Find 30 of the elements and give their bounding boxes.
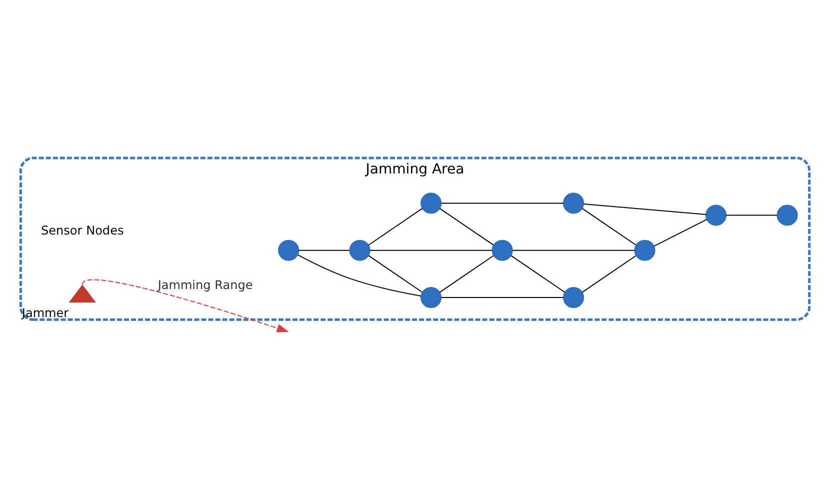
node-circle bbox=[492, 239, 513, 260]
node-circle bbox=[420, 286, 442, 308]
label: Sensor Nodes bbox=[41, 222, 124, 237]
connector bbox=[582, 254, 636, 292]
connector bbox=[441, 296, 564, 298]
node-circle bbox=[349, 239, 370, 260]
connector bbox=[584, 202, 706, 214]
node-circle bbox=[634, 239, 656, 260]
connector bbox=[439, 208, 494, 245]
node-circle bbox=[705, 204, 727, 226]
edge-label: Jamming Range bbox=[158, 278, 253, 292]
connector bbox=[298, 254, 422, 296]
connector bbox=[510, 254, 565, 292]
connector bbox=[441, 202, 564, 204]
connector bbox=[368, 254, 422, 292]
connector bbox=[368, 208, 422, 246]
node-circle bbox=[563, 192, 584, 214]
node-circle bbox=[563, 286, 584, 308]
connector bbox=[654, 218, 708, 246]
node-triangle bbox=[68, 284, 96, 302]
connector bbox=[298, 249, 350, 250]
connector bbox=[582, 208, 636, 245]
connector bbox=[370, 249, 492, 250]
node-circle bbox=[776, 204, 798, 226]
connector bbox=[726, 214, 777, 216]
connector bbox=[512, 249, 635, 250]
node-circle bbox=[278, 239, 300, 260]
connector bbox=[439, 254, 494, 292]
node-circle bbox=[420, 192, 442, 214]
arrow bbox=[82, 278, 289, 332]
